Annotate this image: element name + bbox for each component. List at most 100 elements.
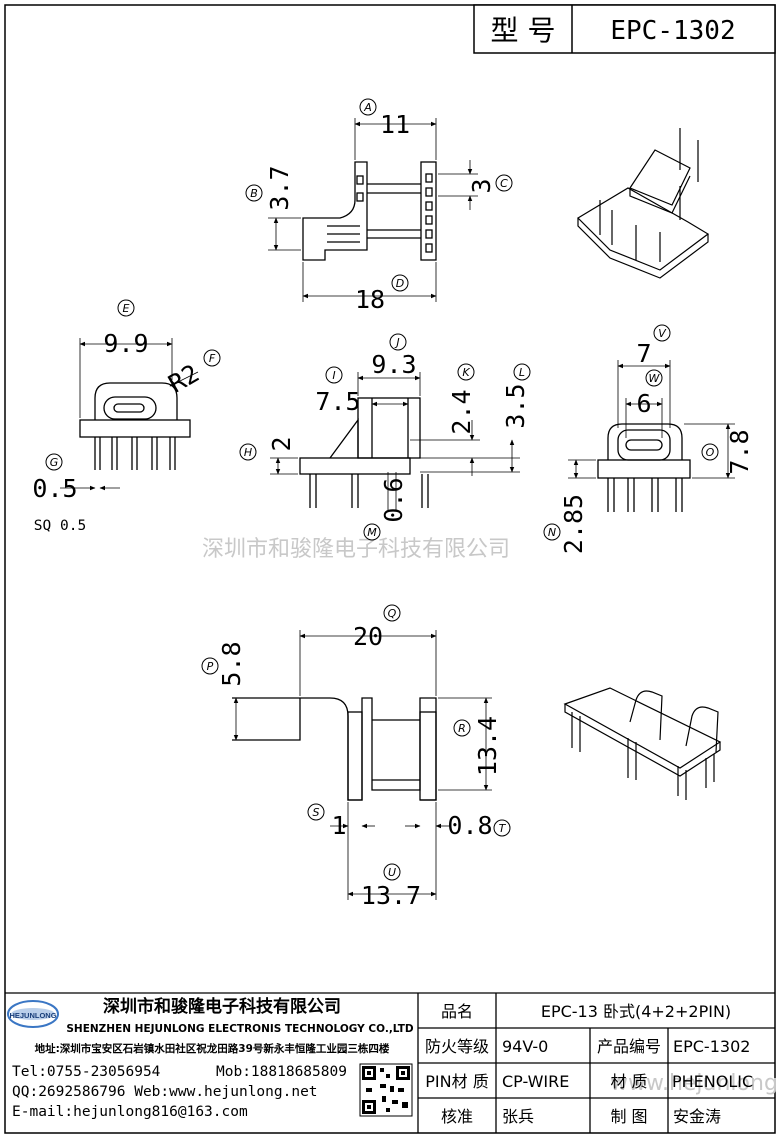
material-value: PHENOLIC [672,1072,753,1091]
marker-letter: O [706,446,715,459]
bottom-view [232,630,492,900]
marker-a: A [359,98,377,116]
marker-letter: V [658,327,667,340]
marker-l: L [513,363,531,381]
dim-A: 11 [380,110,410,139]
product-name-value: EPC-13 卧式(4+2+2PIN) [541,1002,731,1021]
dim-B: 3.7 [265,165,294,210]
marker-h: H [239,443,257,461]
marker-p: P [201,657,219,675]
company-name-en: SHENZHEN HEJUNLONG ELECTRONIS TECHNOLOGY… [66,1023,414,1035]
material-label: 材 质 [610,1072,647,1091]
marker-letter: F [209,352,216,365]
pin-material-label: PIN材 质 [425,1072,488,1091]
outer-border [4,4,776,1134]
dim-Q: 20 [353,622,383,651]
logo-text: HEJUNLONG [9,1011,56,1020]
marker-letter: P [207,660,214,673]
marker-w: W [645,369,663,387]
marker-letter: A [363,101,372,114]
watermark-url: www.hejunlong.net [610,1071,780,1096]
marker-g: G [45,453,63,471]
product-code-label: 产品编号 [597,1037,661,1056]
side-view-right [568,360,735,512]
fire-rating-label: 防火等级 [425,1037,489,1056]
marker-letter: T [499,822,507,835]
dim-M: 0.6 [379,477,408,522]
dim-I: 7.5 [315,387,360,416]
model-label: 型 号 [491,14,556,47]
product-name-label: 品名 [441,1002,473,1021]
dim-S: 1 [331,811,346,840]
marker-letter: S [313,806,320,819]
dim-K: 2.4 [447,389,476,434]
marker-letter: C [500,177,508,190]
product-code-value: EPC-1302 [673,1037,750,1056]
dim-W: 6 [636,389,651,418]
company-address: 地址:深圳市宝安区石岩镇水田社区祝龙田路39号新永丰恒隆工业园三栋四楼 [35,1042,390,1055]
marker-letter: J [394,336,399,349]
marker-u: U [383,863,401,881]
dim-D: 18 [355,285,385,314]
dim-N: 2.85 [559,494,588,554]
dim-T: 0.8 [447,811,492,840]
iso-view-bottom [563,687,722,800]
dim-E: 9.9 [103,329,148,358]
marker-q: Q [383,604,401,622]
marker-r: R [453,719,471,737]
marker-b: B [245,184,263,202]
marker-t: T [493,819,511,837]
marker-j: J [389,333,407,351]
company-logo: HEJUNLONG [7,1000,59,1028]
marker-n: N [543,523,561,541]
dim-R: 13.4 [473,716,502,776]
company-tel: Tel:0755-23056954 [12,1064,161,1080]
marker-letter: G [50,456,59,469]
pin-material-value: CP-WIRE [502,1072,569,1091]
company-qq-web: QQ:2692586796 Web:www.hejunlong.net [12,1084,318,1100]
drawn-by-label: 制 图 [610,1107,647,1126]
iso-view-top [577,128,710,279]
top-view [268,118,478,302]
drawn-by-value: 安金涛 [673,1107,721,1126]
marker-letter: E [123,302,130,315]
marker-e: E [117,299,135,317]
dim-L: 3.5 [501,383,530,428]
marker-letter: W [649,372,661,385]
marker-letter: D [396,277,404,290]
qr-code [359,1063,413,1117]
dim-U: 13.7 [361,881,421,910]
marker-letter: H [244,446,252,459]
dim-J: 9.3 [371,350,416,379]
marker-letter: R [458,722,466,735]
dim-H: 2 [267,436,296,451]
company-name-cn: 深圳市和骏隆电子科技有限公司 [103,996,341,1017]
model-header: 型 号 EPC-1302 [473,4,776,54]
marker-o: O [701,443,719,461]
company-mob: Mob:18818685809 [216,1064,347,1080]
dim-G: 0.5 [32,474,77,503]
marker-c: C [495,174,513,192]
approved-value: 张兵 [502,1107,534,1126]
marker-d: D [391,274,409,292]
marker-letter: U [388,866,396,879]
marker-f: F [203,349,221,367]
marker-v: V [653,324,671,342]
dim-O: 7.8 [725,429,754,474]
marker-k: K [457,363,475,381]
dim-F: R2 [163,359,204,399]
pin-sq-note: SQ 0.5 [34,518,86,534]
side-view-left [60,338,199,491]
marker-i: I [325,366,343,384]
marker-letter: N [548,526,556,539]
marker-letter: L [519,366,525,379]
side-view-center [270,372,520,510]
marker-m: M [363,523,381,541]
marker-letter: I [332,369,335,382]
fire-rating-value: 94V-0 [502,1037,548,1056]
approved-label: 核准 [441,1107,473,1126]
marker-letter: B [250,187,258,200]
model-value: EPC-1302 [610,16,735,46]
marker-letter: Q [388,607,397,620]
